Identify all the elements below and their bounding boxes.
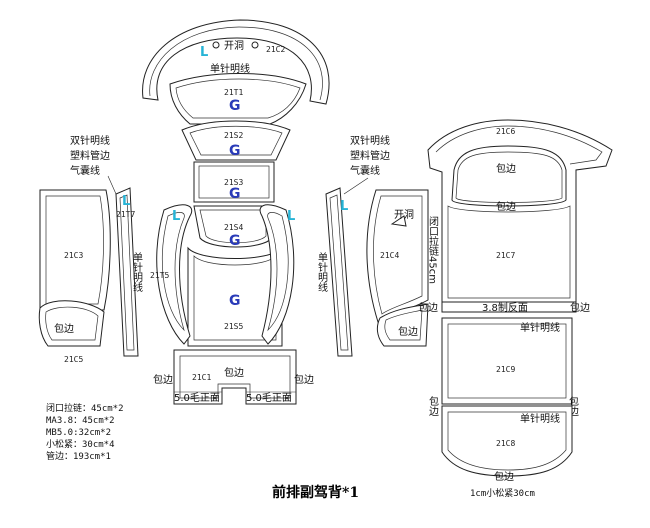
left-note-2: 塑料管边 (70, 149, 110, 162)
right-note-1: 双针明线 (350, 134, 390, 147)
piece-right-strips: L 单针明线 L (259, 187, 353, 357)
stitch-right: 单针明线 (316, 252, 328, 292)
label-open-hole: 开洞 (224, 40, 244, 52)
elastic-21c8: 1cm小松紧30cm (470, 487, 535, 499)
hole-right-icon (251, 41, 259, 49)
label-21c5: 21C5 (64, 355, 83, 364)
left-note-3: 气囊线 (70, 164, 100, 177)
edge-21c7: 包边 (496, 200, 516, 213)
mark-g-21s3: G (229, 186, 241, 202)
open-21c4: 开洞 (394, 209, 414, 221)
label-21c4: 21C4 (380, 251, 399, 260)
stitch-21c2: 单针明线 (210, 62, 250, 75)
hair-left: 5.0毛正面 (174, 392, 220, 404)
piece-21c7: 包边 包边 21C7 闭口拉链45cm 3.8制反面 包边 包边 (418, 145, 590, 314)
mark-l-right-strip: L (340, 199, 348, 214)
piece-21c1: 21C1 包边 包边 包边 5.0毛正面 5.0毛正面 (153, 349, 314, 405)
stitch-21c8: 单针明线 (520, 412, 560, 425)
mark-g-21t1: G (229, 98, 241, 114)
piece-21c8: 单针明线 21C8 包边 1cm小松紧30cm (441, 405, 573, 499)
spec-2: MA3.8：45cm*2 (46, 416, 115, 426)
label-21c9: 21C9 (496, 365, 515, 374)
label-21t7: 21T7 (116, 210, 135, 219)
piece-21t7: L 21T7 (115, 187, 139, 357)
label-21s3: 21S3 (224, 178, 243, 187)
label-21s4: 21S4 (224, 223, 243, 232)
mark-g-21s5: G (229, 293, 241, 309)
right-note-3: 气囊线 (350, 164, 380, 177)
hole-left-icon (212, 41, 220, 49)
hair-right: 5.0毛正面 (246, 392, 292, 404)
mark-g-21s2: G (229, 143, 241, 159)
edge-21c8: 包边 (494, 470, 514, 483)
edge-21c1-right: 包边 (294, 373, 314, 386)
left-note: 双针明线 塑料管边 气囊线 (70, 134, 117, 195)
hole-21c4-icon (390, 215, 407, 227)
spec-list: 闭口拉链：45cm*2 MA3.8：45cm*2 MB5.0:32cm*2 小松… (46, 402, 124, 462)
piece-21c2: L 开洞 21C2 单针明线 (142, 19, 330, 105)
label-21c2: 21C2 (266, 45, 285, 54)
piece-21c3: 21C3 (39, 189, 111, 311)
mark-l-21c2: L (200, 45, 208, 60)
edge-21c5: 包边 (54, 322, 74, 335)
edge-21c9-left: 包边 (427, 395, 439, 417)
label-21c6: 21C6 (496, 127, 515, 136)
label-21c8: 21C8 (496, 439, 515, 448)
zip-21c7: 闭口拉链45cm (427, 215, 439, 284)
label-21t1: 21T1 (224, 88, 243, 97)
piece-21c4: 开洞 21C4 包边 (366, 189, 429, 347)
mark-l-21t7: L (122, 194, 130, 209)
piece-21s3: 21S3 G (193, 161, 275, 203)
right-note: 双针明线 塑料管边 气囊线 (343, 134, 390, 195)
edge-21c1-left: 包边 (153, 373, 173, 386)
piece-21s5: G 21S5 (187, 246, 283, 347)
mark-l-right: L (287, 209, 295, 224)
label-21s5: 21S5 (224, 322, 243, 331)
mark-g-21s4: G (229, 233, 241, 249)
edge-21c7-right: 包边 (570, 301, 590, 314)
piece-21s4: 21S4 G (193, 205, 273, 249)
label-21t5: 21T5 (150, 271, 169, 280)
mark-l-21t5: L (172, 209, 180, 224)
label-21c7: 21C7 (496, 251, 515, 260)
page-title: 前排副驾背*1 (272, 484, 359, 501)
stitch-21t5: 单针明线 (131, 252, 143, 292)
piece-21c9: 单针明线 21C9 包边 包边 (427, 317, 579, 417)
stitch-21c9: 单针明线 (520, 321, 560, 334)
spec-1: 闭口拉链：45cm*2 (46, 402, 124, 414)
edge-21c6: 包边 (496, 162, 516, 175)
spec-3: MB5.0:32cm*2 (46, 428, 111, 438)
label-21c1: 21C1 (192, 373, 211, 382)
spec-5: 管边：193cm*1 (46, 450, 111, 462)
edge-21c4: 包边 (398, 325, 418, 338)
label-21s2: 21S2 (224, 131, 243, 140)
piece-21t5: L 21T5 单针明线 (131, 204, 193, 345)
piece-21c5: 包边 21C5 (38, 300, 105, 364)
spec-4: 小松紧：30cm*4 (46, 438, 115, 450)
right-note-2: 塑料管边 (350, 149, 390, 162)
left-note-1: 双针明线 (70, 134, 110, 147)
piece-21s2: 21S2 G (181, 120, 291, 161)
edge-21c1-center: 包边 (224, 366, 244, 379)
piece-21t1: 21T1 G (169, 73, 307, 125)
edge-21c7-left: 包边 (418, 301, 438, 314)
label-21c3: 21C3 (64, 251, 83, 260)
reverse-21c7: 3.8制反面 (482, 301, 528, 314)
